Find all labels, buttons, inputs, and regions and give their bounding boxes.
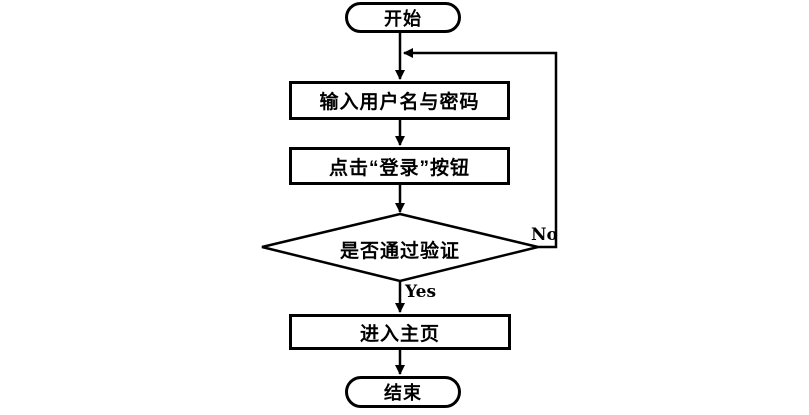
click-login-label: 点击“登录”按钮 xyxy=(328,157,470,179)
decision-node-label: 是否通过验证 xyxy=(339,241,460,262)
end-node-label: 结束 xyxy=(384,383,422,403)
enter-home-node: 进入主页 xyxy=(289,314,511,350)
decision-diamond-shape xyxy=(261,212,539,283)
start-node-label: 开始 xyxy=(384,8,422,29)
enter-home-label: 进入主页 xyxy=(359,323,440,345)
input-credentials-label: 输入用户名与密码 xyxy=(319,92,480,113)
end-node: 结束 xyxy=(345,376,461,408)
yes-edge-label: Yes xyxy=(405,282,437,302)
start-node: 开始 xyxy=(345,2,461,33)
click-login-node: 点击“登录”按钮 xyxy=(289,147,510,185)
no-edge-label: No xyxy=(531,225,558,245)
edge-decision-no-loop xyxy=(403,48,558,249)
input-credentials-node: 输入用户名与密码 xyxy=(289,81,510,120)
